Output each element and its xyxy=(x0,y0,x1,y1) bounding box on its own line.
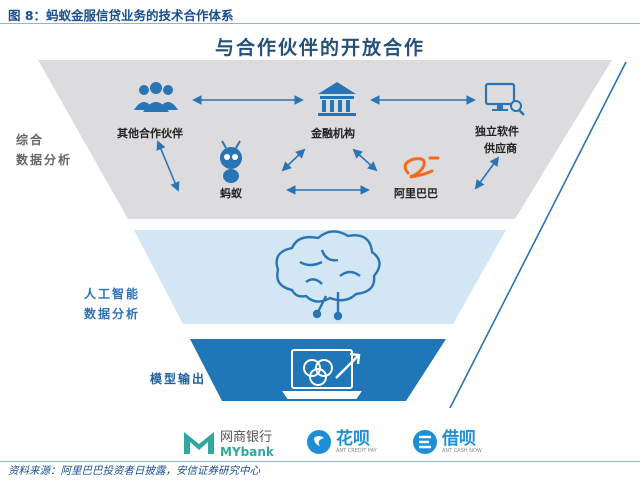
laptop-chart-icon xyxy=(282,349,362,399)
side-label-bottom: 模型输出 xyxy=(150,372,207,386)
diagram-title: 与合作伙伴的开放合作 xyxy=(214,37,425,59)
arrow-partners-down xyxy=(156,140,180,192)
funnel-edge-line xyxy=(449,61,627,409)
node-label-alibaba: 阿里巴巴 xyxy=(394,187,438,200)
footer-divider xyxy=(0,461,640,462)
node-label-partners: 其他合作伙伴 xyxy=(117,127,183,140)
middle-funnel-band xyxy=(134,230,506,324)
jiebei-logo: 借呗 ANT CASH NOW xyxy=(412,424,482,460)
huabei-sub: ANT CREDIT PAY xyxy=(336,448,377,454)
bank-icon xyxy=(318,82,356,116)
source-note: 资料来源：阿里巴巴投资者日披露，安信证券研究中心 xyxy=(8,465,260,477)
side-label-middle-line1: 人工智能 xyxy=(84,287,141,301)
side-label-middle: 人工智能 数据分析 xyxy=(84,284,140,324)
mybank-logo: 网商银行 MYbank xyxy=(182,424,274,460)
mybank-en-name: MYbank xyxy=(220,444,274,459)
node-label-financial: 金融机构 xyxy=(311,127,355,140)
relationship-arrows xyxy=(156,95,500,195)
side-label-top: 综合 数据分析 xyxy=(16,130,72,170)
node-label-isv-2: 供应商 xyxy=(484,142,517,155)
figure-caption: 图 8：蚂蚁金服信贷业务的技术合作体系 xyxy=(8,8,234,23)
side-label-middle-line2: 数据分析 xyxy=(84,307,141,321)
arrow-isv-down xyxy=(474,156,500,190)
brain-icon xyxy=(275,230,381,321)
monitor-icon xyxy=(484,82,525,116)
arrow-financial-alibaba xyxy=(352,148,378,172)
ant-icon xyxy=(220,140,242,183)
node-label-isv-1: 独立软件 xyxy=(475,125,519,138)
mybank-m-icon xyxy=(184,432,214,454)
mybank-cn-name: 网商银行 xyxy=(220,429,273,445)
side-label-top-line2: 数据分析 xyxy=(16,153,73,167)
arrow-financial-ant xyxy=(281,148,306,172)
jiebei-icon xyxy=(413,430,437,454)
jiebei-sub: ANT CASH NOW xyxy=(442,448,482,454)
node-label-ant: 蚂蚁 xyxy=(220,187,242,200)
jiebei-name: 借呗 xyxy=(442,429,476,449)
huabei-name: 花呗 xyxy=(336,429,370,449)
side-label-top-line1: 综合 xyxy=(16,133,45,147)
people-icon xyxy=(134,82,178,112)
caption-divider xyxy=(0,23,640,24)
huabei-logo: 花呗 ANT CREDIT PAY xyxy=(306,424,377,460)
huabei-icon xyxy=(307,430,331,454)
alibaba-logo-icon xyxy=(403,156,440,179)
